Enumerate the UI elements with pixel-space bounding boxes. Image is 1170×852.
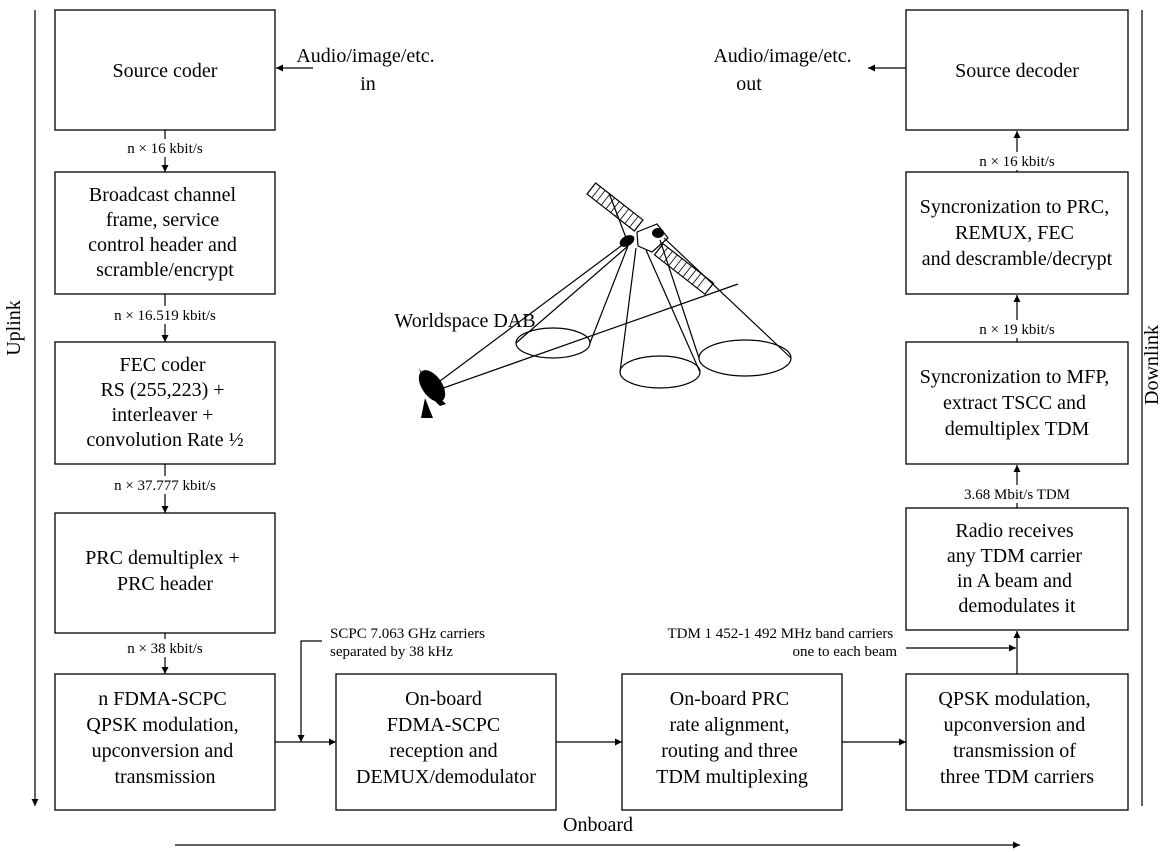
box-fec-coder-text: FEC coder RS (255,223) + interleaver + c… [86, 354, 243, 451]
tdm-note: TDM 1 452-1 492 MHz band carriers one to… [667, 626, 897, 660]
satellite-axis-line [608, 192, 629, 244]
svg-text:Audio/image/etc. in: Audio/image/etc. in [296, 45, 439, 95]
svg-text:Audio/image/etc. out: Audio/image/etc. out [713, 45, 856, 95]
uplink-ray [427, 242, 626, 391]
rate-label-1: n × 16 kbit/s [110, 139, 220, 157]
box-sync-mfp: Syncronization to MFP, extract TSCC and … [905, 341, 1129, 465]
arrow-scpc-note [297, 640, 322, 742]
scpc-note: SCPC 7.063 GHz carriers separated by 38 … [330, 626, 489, 660]
box-sync-mfp-text: Syncronization to MFP, extract TSCC and … [920, 366, 1114, 440]
svg-text:n × 19 kbit/s: n × 19 kbit/s [979, 322, 1055, 338]
rate-label-6: n × 19 kbit/s [960, 320, 1074, 338]
box-sync-prc: Syncronization to PRC, REMUX, FEC and de… [905, 171, 1129, 295]
box-sync-prc-text: Syncronization to PRC, REMUX, FEC and de… [920, 196, 1114, 270]
beam-cones [515, 237, 792, 389]
svg-text:n × 16 kbit/s: n × 16 kbit/s [979, 154, 1055, 170]
svg-text:3.68 Mbit/s TDM: 3.68 Mbit/s TDM [964, 487, 1070, 503]
rate-label-4: n × 38 kbit/s [105, 639, 225, 657]
rate-label-3: n × 37.777 kbit/s [95, 476, 235, 494]
uplink-axis: Uplink [3, 10, 39, 806]
svg-text:n × 16.519 kbit/s: n × 16.519 kbit/s [114, 308, 216, 324]
box-source-decoder: Source decoder [905, 9, 1129, 131]
rate-label-5: 3.68 Mbit/s TDM [952, 485, 1084, 503]
box-prc-demux-text: PRC demultiplex + PRC header [85, 547, 245, 595]
svg-text:n × 16 kbit/s: n × 16 kbit/s [127, 141, 203, 157]
input-label: Audio/image/etc. in [296, 45, 439, 95]
output-label: Audio/image/etc. out [713, 45, 856, 95]
satellite-icon [586, 182, 715, 296]
worldspace-illustration: Worldspace DAB [394, 182, 792, 418]
box-fec-coder: FEC coder RS (255,223) + interleaver + c… [54, 341, 276, 465]
box-fdma-scpc: n FDMA-SCPC QPSK modulation, upconversio… [54, 673, 276, 811]
box-onboard-prc-text: On-board PRC rate alignment, routing and… [656, 688, 808, 788]
box-source-coder-text: Source coder [113, 60, 218, 82]
box-radio-receives: Radio receives any TDM carrier in A beam… [905, 507, 1129, 631]
svg-text:n × 38 kbit/s: n × 38 kbit/s [127, 641, 203, 657]
svg-text:SCPC 7.063 GHz carriers: SCPC 7.063 GHz carriers separated by 38 … [330, 626, 489, 660]
svg-text:TDM 1 452-1 492 MHz band carri: TDM 1 452-1 492 MHz band carriers one to… [667, 626, 897, 660]
rate-label-7: n × 16 kbit/s [960, 152, 1074, 170]
box-onboard-reception: On-board FDMA-SCPC reception and DEMUX/d… [335, 673, 557, 811]
box-broadcast-frame-text: Broadcast channel frame, service control… [88, 184, 242, 281]
downlink-axis: Downlink [1141, 10, 1163, 806]
box-qpsk-tx-text: QPSK modulation, upconversion and transm… [938, 688, 1095, 788]
svg-text:n × 37.777 kbit/s: n × 37.777 kbit/s [114, 478, 216, 494]
box-source-coder: Source coder [54, 9, 276, 131]
rate-label-2: n × 16.519 kbit/s [100, 306, 230, 324]
onboard-label: Onboard [563, 814, 633, 836]
box-fdma-scpc-text: n FDMA-SCPC QPSK modulation, upconversio… [86, 688, 243, 788]
box-source-decoder-text: Source decoder [955, 60, 1079, 82]
downlink-label: Downlink [1141, 325, 1163, 405]
ground-ray [431, 283, 739, 393]
box-broadcast-frame: Broadcast channel frame, service control… [54, 171, 276, 295]
box-prc-demux: PRC demultiplex + PRC header [54, 512, 276, 634]
onboard-axis: Onboard [175, 814, 1020, 849]
uplink-label: Uplink [3, 300, 25, 356]
box-onboard-prc: On-board PRC rate alignment, routing and… [621, 673, 843, 811]
ground-dish-icon [418, 368, 446, 418]
worldspace-dab-label: Worldspace DAB [394, 310, 535, 332]
box-qpsk-tx: QPSK modulation, upconversion and transm… [905, 673, 1129, 811]
box-onboard-reception-text: On-board FDMA-SCPC reception and DEMUX/d… [356, 688, 536, 788]
box-radio-receives-text: Radio receives any TDM carrier in A beam… [947, 520, 1087, 617]
